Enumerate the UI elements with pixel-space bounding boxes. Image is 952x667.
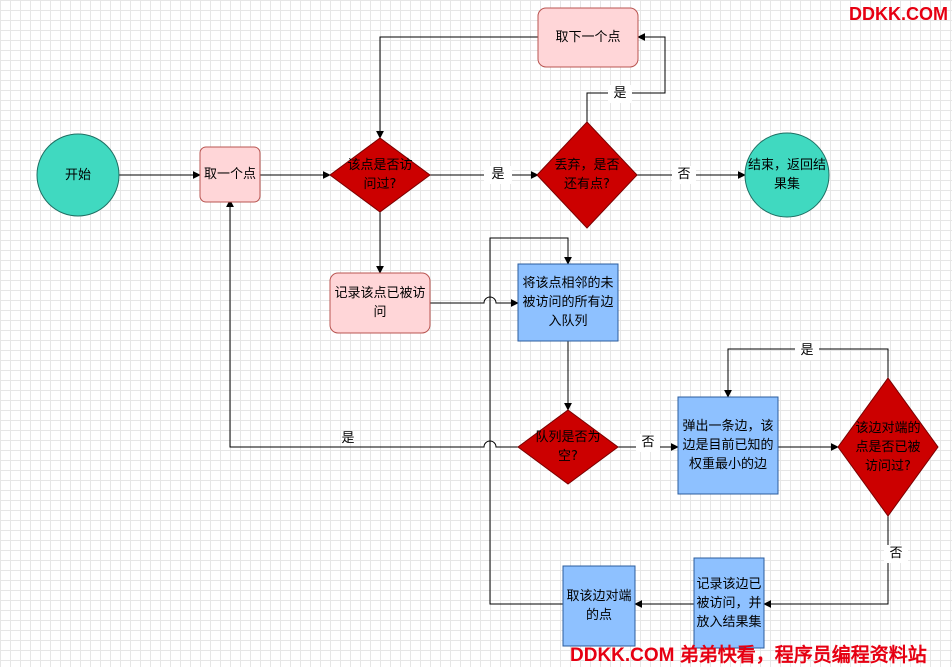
record-point-label: 记录该点已被访问 [334,286,426,320]
take-point-node [199,146,261,203]
discard-check-diamond [536,121,638,229]
take-next-label: 取下一个点 [555,30,621,45]
take-endpoint-node [562,565,636,647]
connectors [118,33,889,608]
record-edge-node [693,557,765,649]
record-edge-label: 记录该边已被访问，并放入结果集 [696,576,762,630]
discard-check-label: 丢弃，是否还有点? [554,158,620,192]
edge-label-has-more-yes: 是 [608,85,632,103]
end-label: 结束，返回结果集 [747,158,826,192]
edge-label-queue-empty-yes: 是 [341,431,355,446]
end-node [744,132,830,218]
visited-check-label: 该点是否访问过? [347,158,413,192]
queue-empty-diamond [517,409,619,485]
take-endpoint-label: 取该边对端的点 [566,589,632,623]
take-next-node [537,7,639,68]
queue-empty-label: 队列是否为空? [535,430,601,464]
enqueue-edges-node [517,263,619,342]
pop-edge-node [677,396,779,495]
pop-edge-label: 弹出一条边，该边是目前已知的权重最小的边 [682,419,774,472]
watermark-bottom: DDKK.COM 弟弟快看，程序员编程资料站 [570,645,927,666]
start-node [36,133,120,217]
edge-endpoint-no [763,516,889,608]
edge-label-endpoint-yes: 是 [795,342,819,360]
watermark-top: DDKK.COM [849,4,948,24]
edge-record-to-enqueue [430,296,519,307]
take-point-label: 取一个点 [203,167,256,182]
start-label: 开始 [64,167,91,183]
edge-take-next-to-visited-check [376,36,538,139]
enqueue-edges-label: 将该点相邻的未被访问的所有边入队列 [522,276,614,329]
record-point-node [329,272,431,334]
endpoint-check-diamond [837,377,939,517]
edge-queue-empty-yes [226,199,520,448]
edge-label-visited-yes: 是 [484,166,512,184]
endpoint-check-label: 该边对端的点是否已被访问过? [855,420,921,474]
edge-label-has-more-no: 否 [672,166,696,184]
visited-check-diamond [329,137,431,213]
edge-label-queue-empty-no: 否 [636,434,660,452]
edge-label-endpoint-no: 否 [884,545,908,563]
edge-has-more-yes [586,33,666,122]
edge-take-endpoint-loop [489,237,572,605]
